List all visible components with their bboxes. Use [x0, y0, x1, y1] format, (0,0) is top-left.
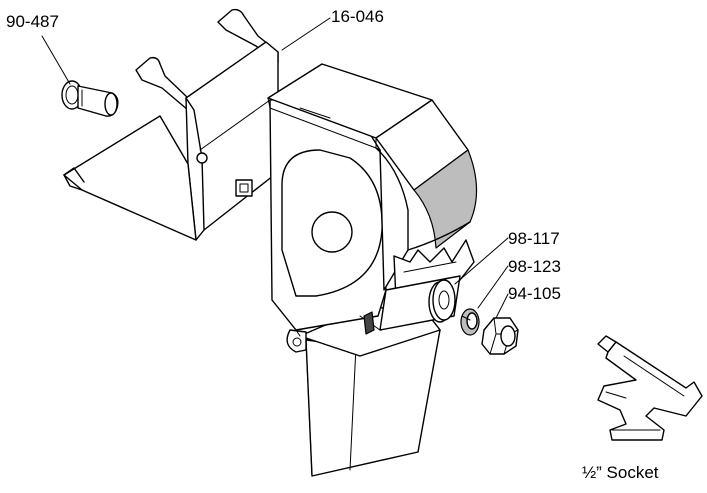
part-label-flat-washer: 98-117 [508, 229, 560, 248]
leader-98-117 [454, 237, 509, 285]
part-label-lock-washer: 98-123 [508, 257, 561, 276]
socket-size-caption: ½” Socket [582, 463, 659, 482]
housing-assembly [267, 63, 478, 477]
mounting-bracket [63, 8, 279, 241]
leader-90-487 [41, 35, 71, 85]
hex-nut [481, 317, 519, 355]
leader-16-046 [281, 17, 331, 51]
part-label-bolt: 90-487 [6, 12, 59, 31]
part-label-bracket: 16-046 [331, 7, 384, 26]
carriage-bolt [61, 80, 119, 117]
leader-94-105 [495, 293, 509, 319]
flat-washer [428, 279, 456, 323]
leader-98-123 [477, 265, 509, 309]
part-label-nut: 94-105 [508, 284, 561, 303]
lock-washer [460, 308, 480, 336]
drill-icon [597, 335, 703, 441]
